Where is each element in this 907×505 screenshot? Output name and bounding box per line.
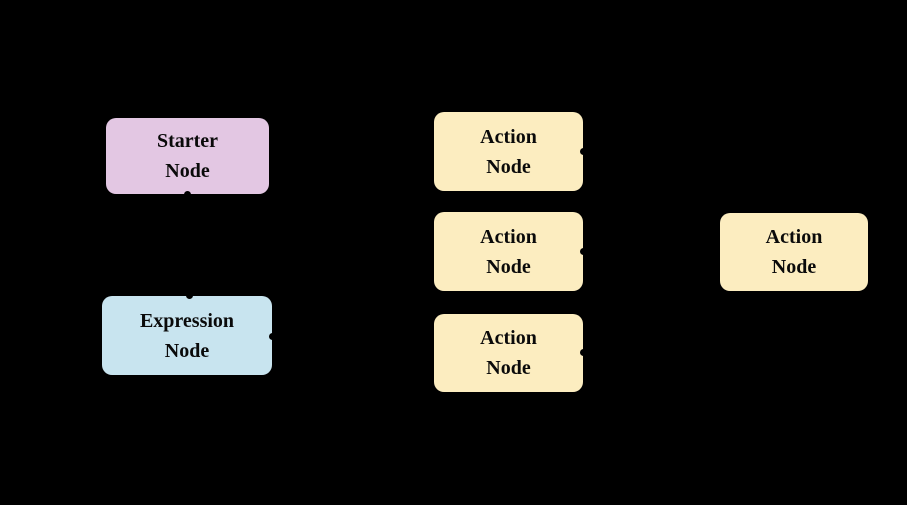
action-node-4[interactable]: Action Node [720,213,868,291]
action-node-3-right-handle-dot[interactable] [580,349,587,356]
action-node-2-label-line2: Node [486,255,531,278]
action-node-3-label-line2: Node [486,357,531,379]
starter-node-label-line2: Node [165,160,210,182]
action-node-1[interactable]: Action Node [434,112,583,191]
expression-node-label-line1: Expression [139,309,235,332]
expression-node-label-line2: Node [164,339,210,362]
starter-node-bottom-handle-dot[interactable] [184,191,191,198]
action-node-1-label-line1: Action [480,125,537,148]
action-node-4-label-line2: Node [771,256,817,278]
expression-node[interactable]: Expression Node [102,296,272,375]
action-node-3[interactable]: Action Node [434,314,583,392]
action-node-3-label-line1: Action [480,327,537,349]
action-node-4-label-line1: Action [765,226,823,248]
action-node-2-label-line1: Action [480,225,537,248]
starter-node-label-line1: Starter [156,130,219,152]
action-node-1-right-handle-dot[interactable] [580,148,587,155]
starter-node[interactable]: Starter Node [106,118,269,194]
action-node-2[interactable]: Action Node [434,212,583,291]
action-node-2-right-handle-dot[interactable] [580,248,587,255]
expression-node-right-handle-dot[interactable] [269,333,276,340]
action-node-1-label-line2: Node [486,155,531,178]
expression-node-top-handle-dot[interactable] [186,292,193,299]
